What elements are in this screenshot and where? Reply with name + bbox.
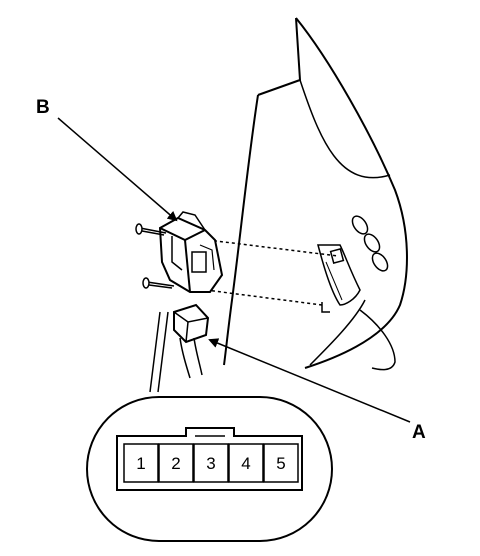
switch-assembly	[158, 211, 224, 293]
pin-cell-2	[158, 443, 194, 483]
pin-label-3: 3	[206, 454, 215, 473]
pin-cells: 1 2 3 4 5	[123, 443, 299, 483]
connector-face	[116, 427, 303, 491]
alignment-lines	[205, 239, 339, 306]
pin-cell-4	[228, 443, 264, 483]
callout-arrow-a	[208, 338, 411, 423]
callout-label-b: B	[36, 97, 50, 118]
pin-cell-1	[123, 443, 159, 483]
pin-cell-3	[193, 443, 229, 483]
upper-screw	[135, 223, 167, 236]
door-buttons	[321, 215, 389, 313]
pin-label-1: 1	[136, 454, 145, 473]
callout-label-a: A	[412, 422, 426, 443]
pin-cell-5	[263, 443, 299, 483]
connector-a	[173, 303, 210, 379]
door-panel	[223, 17, 408, 371]
pin-label-4: 4	[241, 454, 250, 473]
pin-label-2: 2	[171, 454, 180, 473]
detail-pointer	[149, 311, 169, 393]
lower-screw	[142, 277, 175, 289]
callout-arrow-b	[57, 117, 178, 222]
pin-label-5: 5	[276, 454, 285, 473]
